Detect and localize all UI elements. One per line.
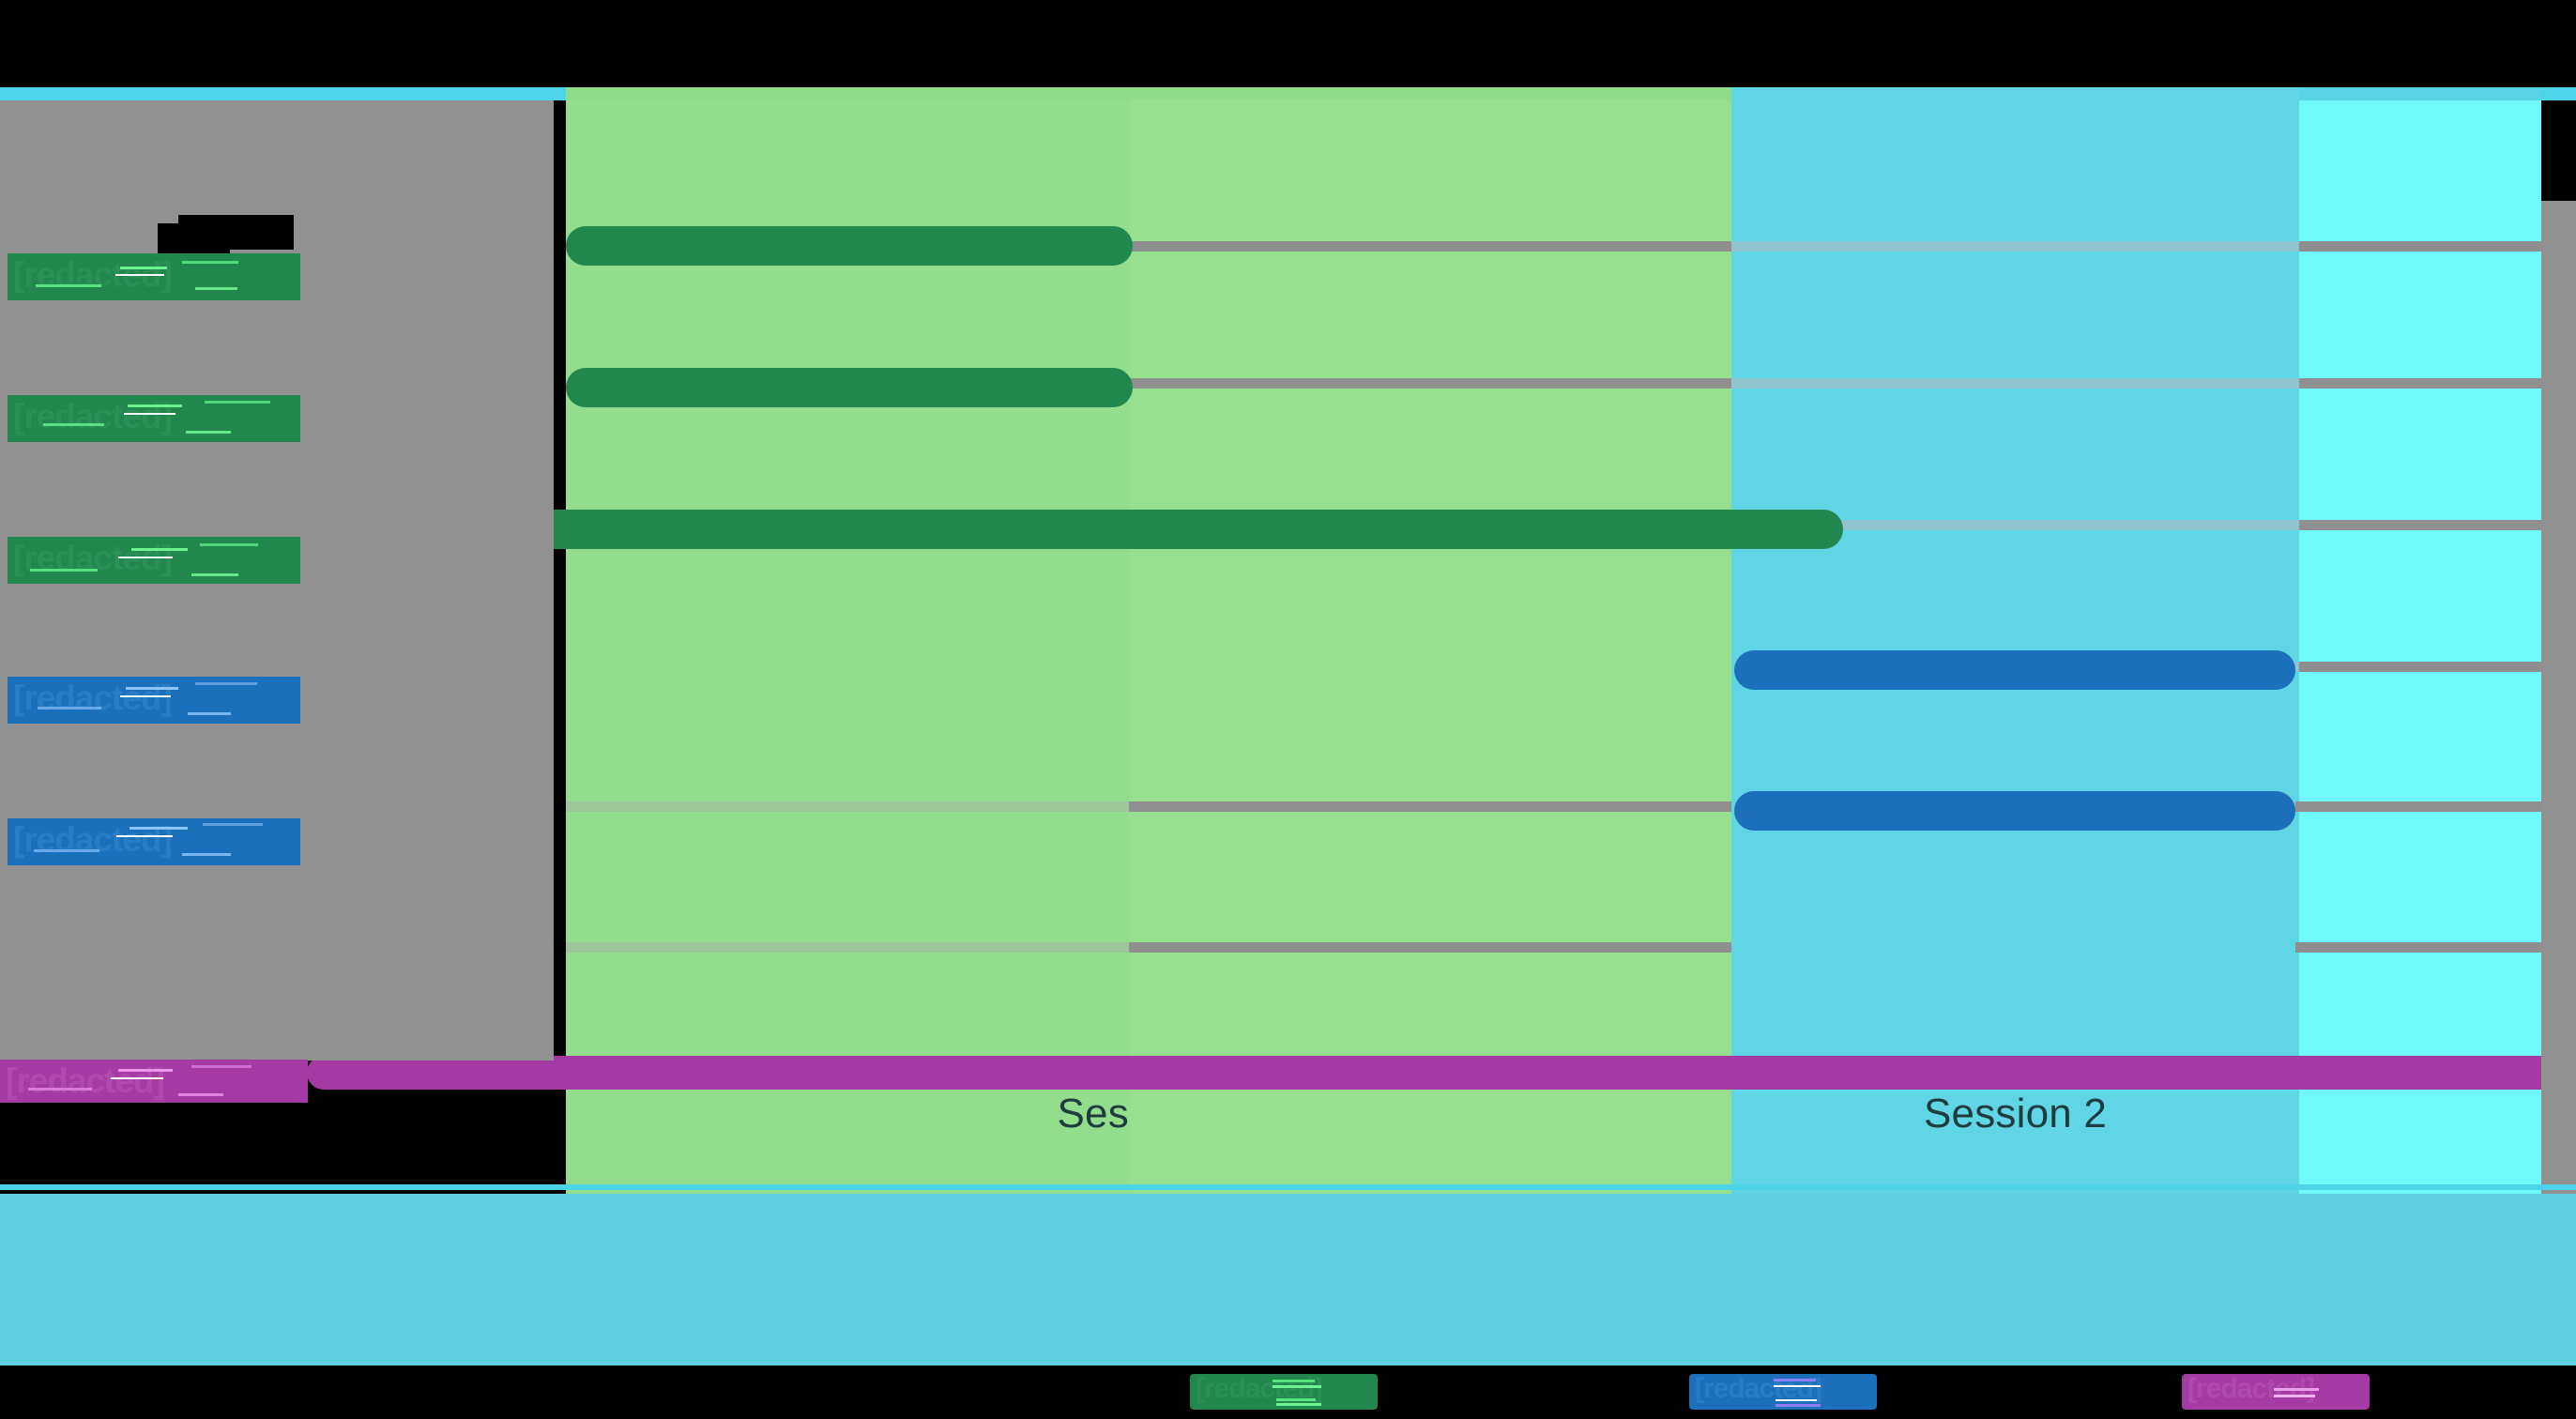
redaction-mark [130, 827, 188, 830]
redaction-mark [131, 548, 188, 551]
gridline-0d [2299, 241, 2541, 252]
redaction-mark [1276, 1403, 1321, 1406]
redaction-mark [195, 287, 237, 290]
page-title [158, 215, 294, 256]
redaction-mark [36, 284, 101, 287]
session-2-label: Session 2 [1923, 1091, 2108, 1137]
gantt-bar-row-0[interactable] [566, 226, 1133, 266]
redaction-mark [205, 401, 270, 404]
gridline-1c [1731, 378, 2299, 389]
gridline-4b [1129, 801, 1731, 812]
redaction-mark [116, 835, 173, 837]
gantt-bar-row-1[interactable] [566, 368, 1133, 407]
redaction-mark [128, 404, 182, 407]
sidebar-item-label: [redacted] [13, 679, 173, 717]
redaction-mark [120, 695, 171, 697]
gridline-1 [1129, 378, 1731, 389]
legend-swatch: [redacted] [1689, 1373, 1877, 1410]
gridline-2d [2299, 520, 2541, 530]
redaction-mark [191, 573, 238, 576]
redaction-mark [111, 1077, 163, 1079]
gridline-1d [2299, 378, 2541, 389]
session-band-2: Session 2 [1731, 100, 2299, 1194]
redaction-mark [1273, 1380, 1315, 1382]
legend-item-0[interactable]: [redacted] [1190, 1373, 1378, 1410]
redaction-mark [1776, 1399, 1817, 1401]
gridline-0c [1731, 241, 2299, 252]
redaction-mark [126, 687, 178, 690]
redaction-mark [43, 423, 104, 426]
redaction-mark [1776, 1404, 1821, 1407]
gridline-2c [1731, 520, 2299, 530]
redaction-mark [1273, 1385, 1321, 1388]
sidebar-item-label: [redacted] [13, 820, 173, 859]
redaction-mark [1774, 1379, 1816, 1381]
redaction-mark [124, 413, 175, 415]
vertical-scrollbar[interactable] [2541, 201, 2576, 1294]
redaction-mark [188, 712, 231, 715]
footer-panel [0, 1194, 2576, 1385]
sidebar-item-3[interactable]: [redacted] [8, 677, 300, 724]
legend-item-2[interactable]: [redacted] [2182, 1373, 2370, 1410]
top-strip-seg-session3 [2299, 87, 2541, 100]
gantt-bar-row-2[interactable] [373, 510, 1843, 549]
legend-swatch: [redacted] [1190, 1373, 1378, 1410]
chart-legend: [redacted] [redacted] [redacted] [0, 1366, 2576, 1419]
gridline-5 [566, 942, 1129, 953]
sidebar-item-1[interactable]: [redacted] [8, 395, 300, 442]
redaction-mark [120, 267, 167, 269]
gridline-4 [566, 801, 1129, 812]
redaction-mark [1774, 1385, 1821, 1387]
sidebar-item-5[interactable]: [redacted] [0, 1060, 308, 1103]
footer-divider [0, 1184, 2576, 1190]
redaction-mark [182, 853, 231, 856]
redaction-mark [200, 543, 258, 546]
gantt-chart: Session 1 Session 2 [redac [0, 100, 2576, 1294]
redaction-mark [191, 1065, 252, 1068]
redaction-mark [38, 707, 101, 710]
gridline-5b [1129, 942, 1731, 953]
redaction-mark [195, 682, 257, 685]
gridline-3d [2299, 662, 2541, 672]
redaction-mark [115, 274, 164, 276]
redaction-mark [186, 431, 231, 434]
legend-swatch: [redacted] [2182, 1373, 2370, 1410]
redaction-mark [182, 261, 238, 264]
redaction-mark [2274, 1395, 2315, 1397]
redaction-mark [30, 569, 98, 572]
sidebar-item-label: [redacted] [6, 1061, 165, 1100]
redaction-mark [203, 823, 263, 826]
gantt-bar-row-5[interactable] [307, 1056, 2576, 1090]
sidebar-item-4[interactable]: [redacted] [8, 818, 300, 865]
gridline-0b [1129, 241, 1731, 252]
sidebar-item-0[interactable]: [redacted] [8, 253, 300, 300]
top-strip-seg-session1 [566, 87, 1731, 100]
gridline-4d [2295, 801, 2541, 812]
gridline-5d [2295, 942, 2541, 953]
sidebar-item-label: [redacted] [13, 397, 173, 435]
redaction-mark [118, 1069, 173, 1072]
redaction-mark [178, 1093, 223, 1096]
redaction-mark [1276, 1398, 1316, 1401]
redaction-mark [118, 557, 173, 558]
gantt-bar-row-3[interactable] [1734, 650, 2295, 690]
legend-item-1[interactable]: [redacted] [1689, 1373, 1877, 1410]
session-band-1-shade [1129, 100, 1731, 1194]
header-chip-notch-right [230, 250, 294, 256]
header-chip-notch-left [158, 215, 178, 223]
top-strip-seg-session2 [1731, 87, 2299, 100]
redaction-mark [2274, 1388, 2319, 1391]
top-axis-strip [0, 87, 2576, 100]
redaction-mark [28, 1088, 92, 1091]
task-label-sidebar: [redacted] [redacted] [redacted] [redact… [0, 100, 554, 1103]
scrollbar-thumb[interactable] [2541, 201, 2576, 1289]
gantt-bar-row-4[interactable] [1734, 791, 2295, 831]
redaction-mark [34, 849, 99, 852]
legend-label: [redacted] [1695, 1373, 1822, 1404]
sidebar-item-2[interactable]: [redacted] [8, 537, 300, 584]
sidebar-item-label: [redacted] [13, 539, 173, 577]
session-band-3 [2299, 100, 2541, 1194]
